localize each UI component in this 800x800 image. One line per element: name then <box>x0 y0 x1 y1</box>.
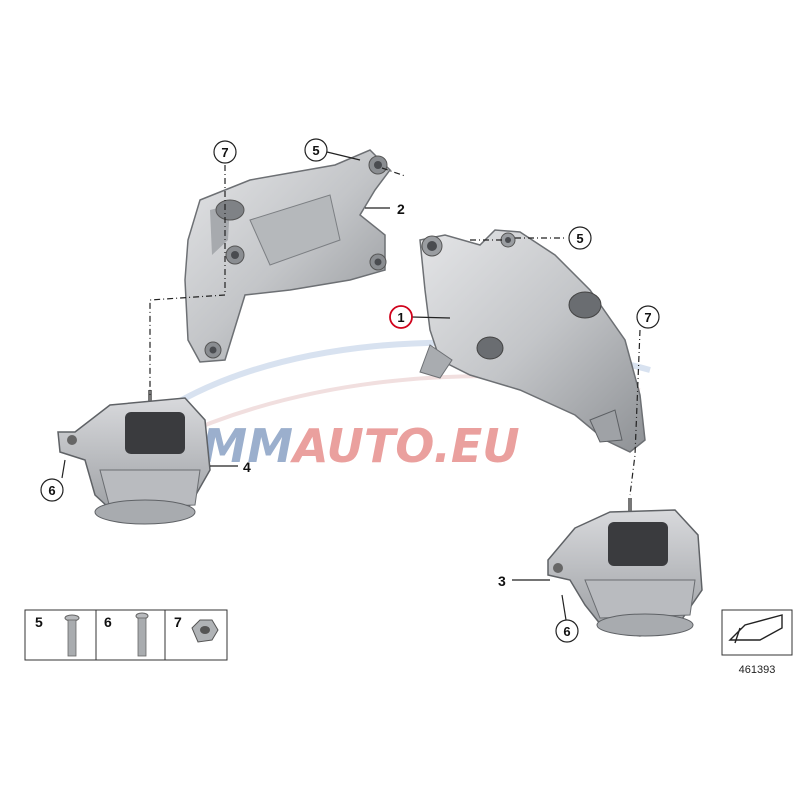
svg-text:6: 6 <box>563 624 570 639</box>
drawing-number-box: 461393 <box>721 609 793 676</box>
drawing-number: 461393 <box>739 664 776 676</box>
legend-label-7: 7 <box>174 614 182 630</box>
watermark-text-2: AUTO.EU <box>290 419 520 473</box>
label-3: 3 <box>498 573 506 589</box>
callout-7-top: 7 <box>213 140 237 164</box>
svg-text:6: 6 <box>48 483 55 498</box>
svg-text:4: 4 <box>243 459 251 475</box>
svg-text:7: 7 <box>644 310 651 325</box>
label-2: 2 <box>397 201 405 217</box>
legend-label-5: 5 <box>35 614 43 630</box>
svg-text:3: 3 <box>498 573 506 589</box>
callout-1-highlighted: 1 <box>389 305 413 329</box>
part-2-bracket <box>184 149 391 363</box>
callout-5-top: 5 <box>304 138 328 162</box>
bolt-5-icon <box>64 614 80 657</box>
part-3-engine-mount <box>547 498 703 637</box>
svg-text:5: 5 <box>312 143 319 158</box>
part-4-engine-mount <box>57 390 211 525</box>
bolt-6-icon <box>135 612 149 657</box>
svg-text:1: 1 <box>397 310 404 325</box>
svg-text:EMMAUTO.EU: EMMAUTO.EU <box>170 419 520 473</box>
label-4: 4 <box>243 459 251 475</box>
assembly-lines <box>149 165 641 496</box>
legend-label-6: 6 <box>104 614 112 630</box>
part-1-bracket <box>419 229 646 453</box>
svg-text:2: 2 <box>397 201 405 217</box>
svg-text:5: 5 <box>576 231 583 246</box>
callout-5-right: 5 <box>568 226 592 250</box>
fastener-legend: 5 6 7 <box>24 609 228 661</box>
leader-lines <box>61 151 567 621</box>
callout-6-right: 6 <box>555 619 579 643</box>
callout-6-left: 6 <box>40 478 64 502</box>
svg-text:7: 7 <box>221 145 228 160</box>
arrow-icon <box>734 627 741 644</box>
callout-7-right: 7 <box>636 305 660 329</box>
nut-7-icon <box>191 619 219 643</box>
